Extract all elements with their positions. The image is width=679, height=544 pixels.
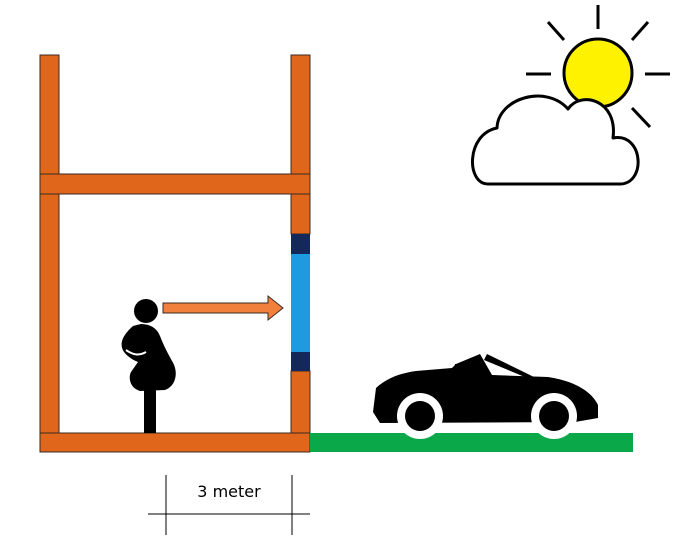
left-wall (39, 54, 60, 453)
gaze-arrow (162, 294, 284, 322)
arm-hint (125, 349, 147, 356)
rear-wheel (539, 401, 569, 431)
dimension-marker (148, 475, 310, 535)
window-frame-top (291, 234, 310, 254)
pregnant-person-icon (121, 299, 176, 433)
window (291, 234, 310, 371)
cloud-icon (470, 94, 640, 186)
front-wheel (405, 401, 435, 431)
dimension-label: 3 meter (197, 482, 261, 501)
car-windshield (484, 354, 536, 380)
right-wall-upper (290, 54, 311, 235)
building (39, 54, 311, 453)
ground (310, 433, 633, 452)
floor-slab (39, 432, 311, 453)
ceiling-slab (39, 173, 311, 195)
car-seat (455, 364, 463, 378)
window-frame-bottom (291, 352, 310, 371)
car-icon (373, 354, 598, 439)
window-pane (291, 254, 310, 352)
